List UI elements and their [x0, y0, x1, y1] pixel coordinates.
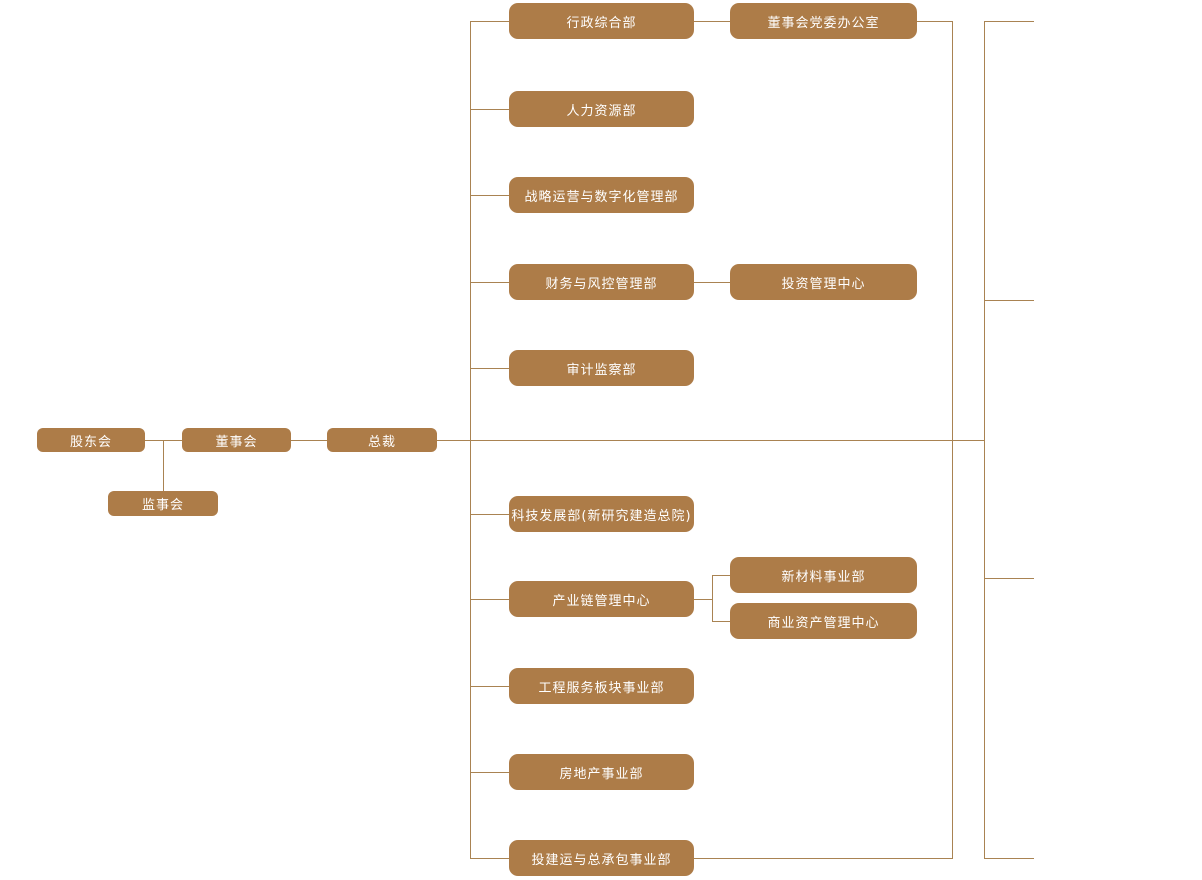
connector: [712, 621, 730, 622]
connector: [437, 440, 984, 441]
connector: [694, 282, 730, 283]
connector: [470, 772, 509, 773]
org-node-new-materials: 新材料事业部: [730, 557, 917, 593]
connector: [291, 440, 327, 441]
connector: [984, 578, 1034, 579]
connector: [470, 858, 509, 859]
connector: [470, 514, 509, 515]
connector: [470, 21, 471, 858]
org-node-board-party-office: 董事会党委办公室: [730, 3, 917, 39]
org-node-real-estate: 房地产事业部: [509, 754, 694, 790]
org-node-industry-chain: 产业链管理中心: [509, 581, 694, 617]
connector: [163, 440, 164, 491]
org-node-admin: 行政综合部: [509, 3, 694, 39]
connector: [470, 686, 509, 687]
connector: [694, 21, 730, 22]
org-node-tech: 科技发展部(新研究建造总院): [509, 496, 694, 532]
connector: [984, 21, 985, 858]
connector: [470, 195, 509, 196]
connector: [694, 599, 712, 600]
connector: [984, 300, 1034, 301]
connector: [712, 575, 713, 621]
connector: [712, 575, 730, 576]
connector: [984, 858, 1034, 859]
org-node-engineering: 工程服务板块事业部: [509, 668, 694, 704]
connector: [984, 21, 1034, 22]
org-node-strategy: 战略运营与数字化管理部: [509, 177, 694, 213]
org-node-board: 董事会: [182, 428, 291, 452]
org-node-commercial-assets: 商业资产管理中心: [730, 603, 917, 639]
org-node-supervisors: 监事会: [108, 491, 218, 516]
connector: [694, 858, 953, 859]
connector: [917, 21, 953, 22]
org-node-investment: 投资管理中心: [730, 264, 917, 300]
connector: [470, 599, 509, 600]
connector: [952, 21, 953, 858]
org-node-president: 总裁: [327, 428, 437, 452]
org-node-audit: 审计监察部: [509, 350, 694, 386]
org-node-hr: 人力资源部: [509, 91, 694, 127]
connector: [470, 21, 509, 22]
org-node-shareholders: 股东会: [37, 428, 145, 452]
org-node-epc: 投建运与总承包事业部: [509, 840, 694, 876]
org-node-finance: 财务与风控管理部: [509, 264, 694, 300]
connector: [470, 282, 509, 283]
connector: [470, 368, 509, 369]
connector: [470, 109, 509, 110]
